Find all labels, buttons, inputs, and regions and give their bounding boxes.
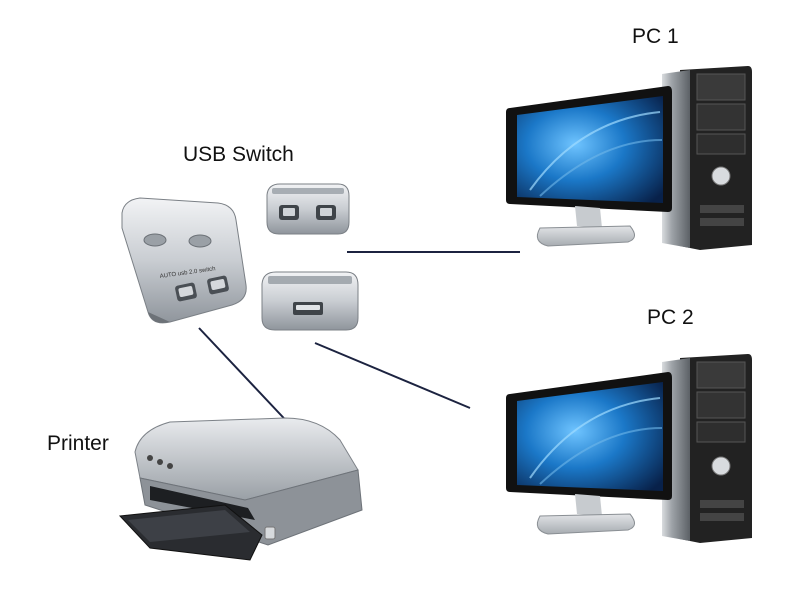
usb-switch-back-view [266,183,350,235]
usb-switch-front-view [261,271,359,331]
line-switch-to-pc2 [314,342,471,409]
connector-lines [198,251,520,431]
pc2-desktop-computer-icon [506,354,752,543]
usb-switch-label: USB Switch [183,143,294,166]
inkjet-printer-icon [118,417,363,561]
pc1-label: PC 1 [632,25,679,48]
usb-switch-icon: AUTO usb 2.0 switch [121,197,247,324]
pc2-label: PC 2 [647,306,694,329]
printer-label: Printer [47,432,109,455]
pc1-desktop-computer-icon [506,66,752,250]
line-switch-to-printer [198,327,296,431]
